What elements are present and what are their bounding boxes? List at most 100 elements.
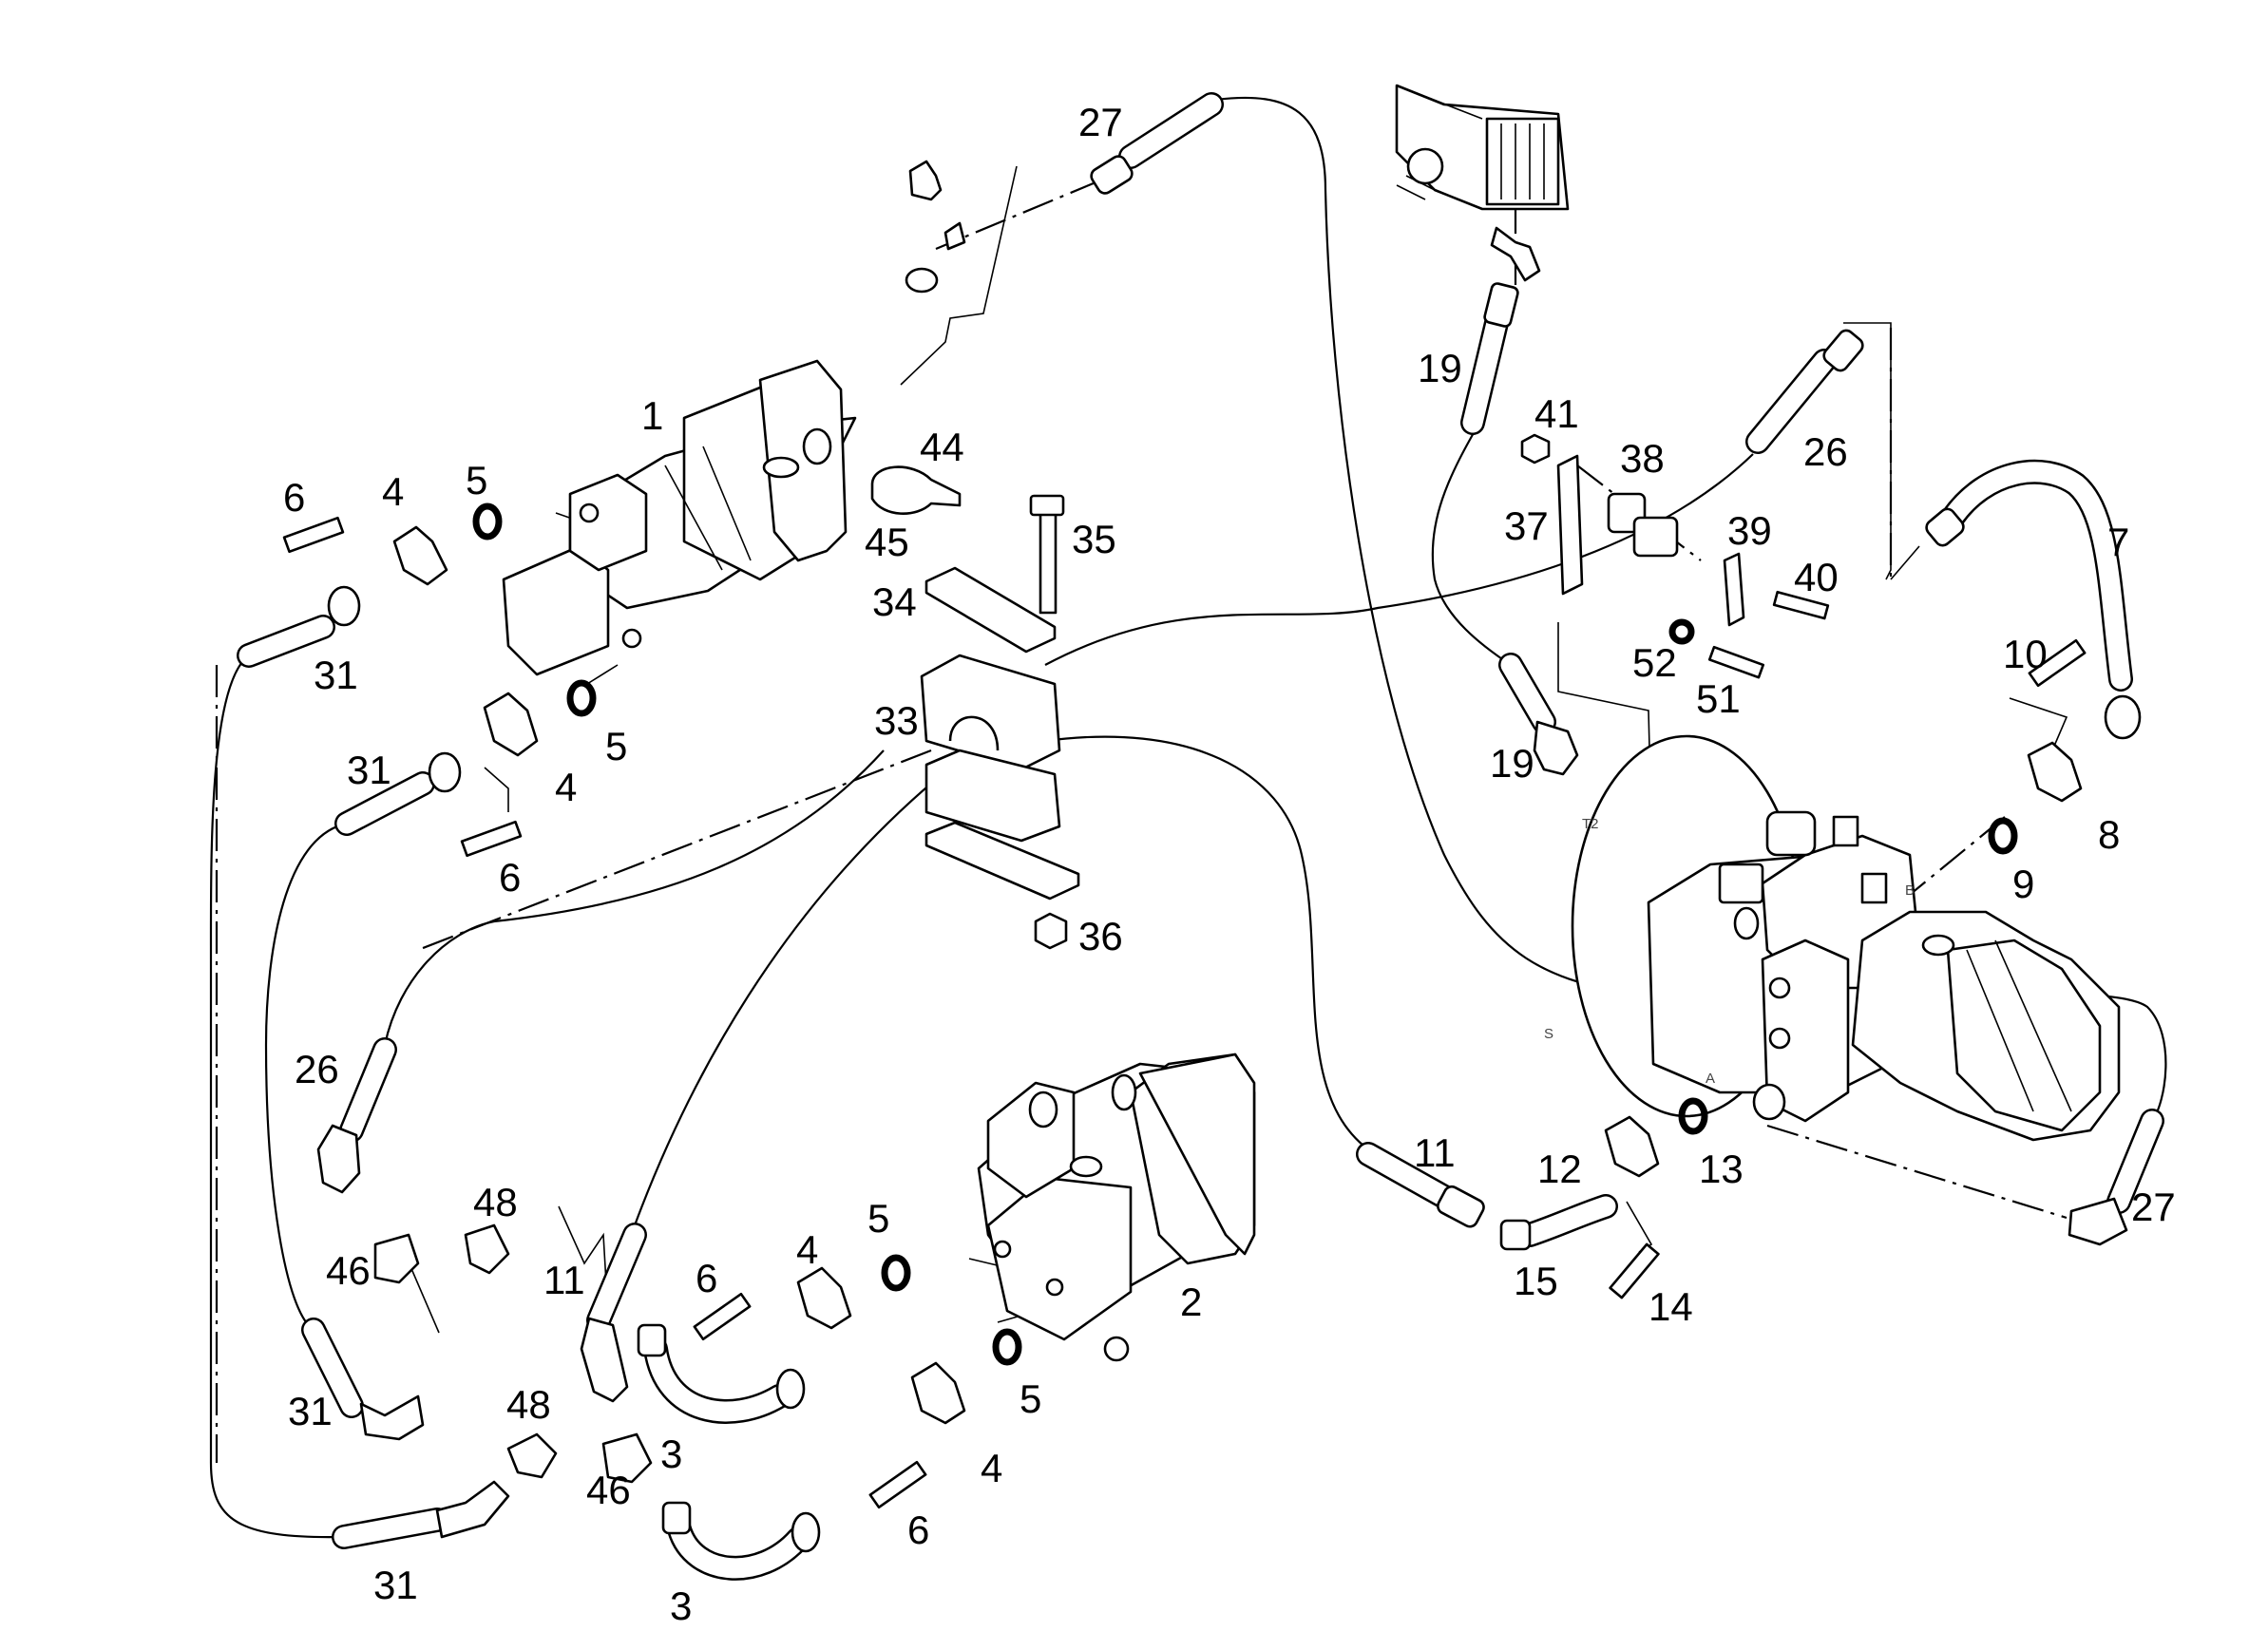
leader-left-4-6 xyxy=(484,767,509,812)
centerline-33-diagonal xyxy=(417,749,932,952)
leader-10-8 xyxy=(2009,697,2068,751)
gear-pump-1 xyxy=(502,359,857,676)
callout-19-upper: 19 xyxy=(1418,346,1462,390)
main-pump-charge-section xyxy=(1946,939,2102,1132)
callout-6-motor-upper: 6 xyxy=(696,1256,717,1300)
hose-27-lower-elbow xyxy=(2068,1197,2128,1246)
clamp-33-lower xyxy=(924,749,1061,843)
clamp-33-upper xyxy=(920,654,1061,771)
flange-4-motor-upper xyxy=(796,1266,852,1330)
callout-13: 13 xyxy=(1699,1147,1744,1191)
callout-4-motor-upper: 4 xyxy=(796,1227,818,1272)
callout-48-upper: 48 xyxy=(473,1180,518,1224)
callout-26-left: 26 xyxy=(295,1047,339,1091)
pump1-fitting xyxy=(802,427,832,465)
callout-3-upper: 3 xyxy=(660,1432,682,1476)
callout-5-motor-lower: 5 xyxy=(1020,1376,1041,1421)
elbow-48-lower xyxy=(506,1432,558,1479)
callout-11-right: 11 xyxy=(1414,1130,1456,1175)
motor2-fitting-2 xyxy=(1111,1073,1137,1111)
hoses xyxy=(237,92,2164,1581)
clamp-33-upper-saddle xyxy=(948,715,1000,751)
port-label-a: A xyxy=(1706,1071,1715,1087)
bolt-10 xyxy=(2028,638,2087,688)
port-label-t2: T2 xyxy=(1582,816,1599,832)
clamp-45 xyxy=(870,465,962,515)
callout-15: 15 xyxy=(1514,1259,1558,1303)
callout-numbers: 1 2 3 3 4 4 4 4 5 5 5 5 6 6 6 6 7 8 9 10… xyxy=(283,100,2176,1628)
engine-elbow xyxy=(1490,226,1541,282)
callout-33: 33 xyxy=(874,698,919,743)
callout-6-motor-lower: 6 xyxy=(907,1508,929,1552)
clip-fitting xyxy=(908,160,943,201)
hose-7-ferrule xyxy=(1925,507,1965,547)
hose-31-lower-elbow xyxy=(359,1394,425,1441)
plate-39 xyxy=(1723,552,1745,627)
bracket-assembly xyxy=(1520,433,1830,679)
callout-8: 8 xyxy=(2098,812,2120,857)
tee-46-left xyxy=(373,1233,420,1284)
engine-hatch-2 xyxy=(1405,175,1436,191)
engine-fin-pack xyxy=(1485,117,1560,206)
pump1-ridge-1 xyxy=(664,465,723,571)
callout-27-lower: 27 xyxy=(2131,1185,2176,1229)
flange-4-motor-lower xyxy=(910,1361,966,1425)
route-31-left xyxy=(209,654,343,1539)
orings-and-flanges xyxy=(392,503,2083,1425)
plate-37 xyxy=(1556,454,1584,596)
motor2-fitting-1 xyxy=(1028,1091,1058,1128)
callout-39: 39 xyxy=(1727,508,1772,553)
hydraulic-motor-2 xyxy=(977,1053,1256,1362)
callout-26-right: 26 xyxy=(1803,429,1848,474)
hose-19-upper-ferrule xyxy=(1483,282,1519,328)
flange-8 xyxy=(2027,741,2083,803)
callout-1: 1 xyxy=(641,393,663,438)
flange-4-mid xyxy=(483,692,539,757)
plug-fitting xyxy=(905,267,939,294)
oring-13 xyxy=(1678,1097,1708,1135)
plate-34-lower xyxy=(924,821,1080,901)
washer-52 xyxy=(1668,618,1695,645)
callout-2: 2 xyxy=(1180,1280,1202,1324)
centerline-27-top xyxy=(935,179,1101,251)
port-label-s: S xyxy=(1544,1026,1553,1042)
hose-31-mid-flange xyxy=(428,751,462,793)
main-pump-detail-2 xyxy=(1994,939,2072,1112)
bolt-35-head xyxy=(1029,494,1065,517)
tee-fittings xyxy=(373,1223,653,1484)
main-pump-valve-2 xyxy=(1860,872,1888,904)
main-pump-port-s xyxy=(1768,977,1791,999)
hose-31-bottom-elbow xyxy=(435,1480,510,1539)
route-11-diagonal xyxy=(633,759,961,1226)
route-27-upper xyxy=(1215,96,2167,1122)
bolt-51 xyxy=(1707,645,1765,679)
hose-26-left-elbow xyxy=(316,1124,361,1194)
callout-31-lower: 31 xyxy=(288,1389,333,1433)
leader-7-corner xyxy=(1890,545,1920,580)
bolt-35-shank xyxy=(1039,511,1058,615)
motor2-endplate xyxy=(1138,1053,1256,1256)
callout-4-mid: 4 xyxy=(555,765,577,809)
pump1-port-bottom xyxy=(621,628,642,649)
hose-3-lower-nut xyxy=(661,1501,692,1535)
callout-31-mid: 31 xyxy=(347,748,391,792)
wedge-fitting xyxy=(943,221,966,251)
callout-4-motor-lower: 4 xyxy=(981,1446,1002,1490)
callout-37: 37 xyxy=(1504,503,1549,548)
bolts xyxy=(282,516,2087,1509)
plate-34 xyxy=(924,566,1057,654)
bolt-40 xyxy=(1772,590,1830,620)
main-pump-assembly xyxy=(1571,734,2121,1142)
elbow-48-left xyxy=(464,1223,510,1275)
pump1-endcap xyxy=(758,359,848,562)
callout-48-lower: 48 xyxy=(506,1382,551,1427)
oring-9 xyxy=(1988,817,2018,855)
main-pump-valve-1 xyxy=(1832,815,1859,847)
flange-4-top xyxy=(392,525,448,586)
motor2-port-b xyxy=(1045,1278,1064,1297)
route-26-right xyxy=(1044,453,1754,666)
hose-19-lower-elbow xyxy=(1533,720,1579,776)
main-pump-detail-1 xyxy=(1966,949,2034,1112)
